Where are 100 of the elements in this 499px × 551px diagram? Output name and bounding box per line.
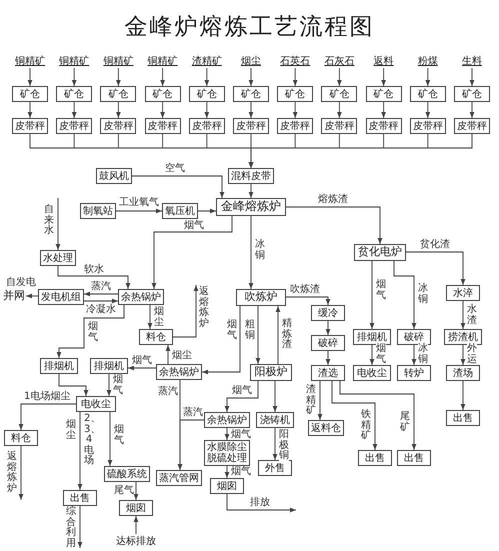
arrow (108, 412, 112, 466)
process-box: 矿仓 (100, 86, 136, 102)
process-box: 水膜除尘脱硫处理 (204, 440, 250, 466)
arrow (470, 68, 474, 86)
arrow (460, 300, 466, 330)
process-box: 皮带秤 (233, 118, 269, 134)
edge-label: 烟气 (132, 355, 152, 366)
edge-label: 1电场烟尘 (24, 391, 70, 402)
process-box: 外售 (258, 460, 292, 476)
text-label: 达标排放 (114, 534, 158, 548)
input-label: 返料 (366, 54, 402, 68)
arrow (172, 284, 198, 338)
arrow (292, 102, 298, 118)
process-box: 硫酸系统 (104, 466, 150, 482)
process-box: 皮带秤 (100, 118, 136, 134)
process-box: 鼓风机 (96, 168, 132, 184)
arrow (178, 420, 204, 470)
input-label: 铜精矿 (144, 54, 181, 68)
edge-label: 尾气 (114, 485, 134, 496)
process-box: 金峰熔炼炉 (216, 198, 286, 216)
edge-label: 渣精矿 (306, 385, 316, 416)
edge-label: 蒸汽 (158, 386, 178, 397)
arrow (58, 374, 88, 396)
input-label: 铜精矿 (12, 54, 48, 68)
process-box: 皮带秤 (454, 118, 490, 134)
arrow (152, 216, 232, 290)
arrow (26, 294, 38, 298)
arrow (286, 296, 330, 306)
arrow (134, 482, 138, 500)
arrow (381, 102, 386, 118)
arrow (78, 412, 82, 490)
edge-label: 烟尘 (172, 350, 192, 361)
arrow (286, 206, 382, 244)
arrow (160, 102, 165, 118)
process-box: 矿仓 (233, 86, 269, 102)
process-box: 矿仓 (144, 86, 181, 102)
process-box: 皮带秤 (188, 118, 225, 134)
arrow (78, 506, 82, 548)
edge-label: 冰铜 (418, 344, 428, 365)
note-label: 2、3、4电场 (84, 414, 94, 466)
arrow (292, 68, 298, 86)
input-label: 生料 (454, 54, 490, 68)
arrow (248, 184, 254, 198)
edge-label: 烟气 (88, 322, 98, 343)
process-box: 渣场 (446, 365, 480, 381)
arrow (256, 306, 260, 364)
process-box: 料仓 (139, 329, 173, 345)
edge-label: 烟气 (231, 466, 251, 477)
process-box: 矿仓 (277, 86, 314, 102)
arrow (18, 446, 24, 500)
edge-label: 返熔炼炉 (7, 452, 17, 494)
process-box: 烟囱 (210, 478, 244, 494)
process-box: 制氧站 (80, 203, 116, 219)
edge-label: 烟尘 (66, 420, 76, 441)
edge-label: 返熔炼炉 (199, 287, 209, 329)
edge-label: 蒸汽 (91, 281, 111, 292)
process-box: 皮带秤 (366, 118, 402, 134)
process-box: 矿仓 (188, 86, 225, 102)
process-box: 皮带秤 (56, 118, 92, 134)
edge-label: 烟气 (376, 344, 386, 365)
process-box: 皮带秤 (410, 118, 446, 134)
arrow (198, 208, 216, 214)
edge-label: 烟气 (232, 385, 252, 396)
arrow (460, 380, 466, 410)
arrow (470, 102, 474, 118)
edge-label: 烟气 (114, 425, 124, 446)
arrow (326, 320, 330, 336)
process-box: 阳极炉 (250, 364, 292, 381)
process-box: 氧压机 (162, 203, 198, 219)
process-box: 烟囱 (119, 500, 153, 516)
arrow (28, 68, 32, 86)
edge-label: 阳极铜 (279, 430, 289, 462)
edge-label: 外运 (467, 344, 477, 365)
process-box: 水处理 (40, 250, 76, 266)
arrow (332, 380, 378, 450)
arrow (56, 304, 124, 358)
arrow (202, 306, 240, 374)
edge-label: 工业氧气 (119, 197, 159, 208)
edge-label: 排放 (250, 497, 270, 508)
process-box: 皮带秤 (144, 118, 181, 134)
process-box: 渣选 (311, 365, 345, 381)
process-box: 皮带秤 (321, 118, 358, 134)
edge-label: 空气 (165, 163, 185, 174)
edge-label: 铁精矿 (361, 410, 371, 442)
process-box: 矿仓 (410, 86, 446, 102)
input-label: 粉煤 (410, 54, 446, 68)
process-box: 皮带秤 (12, 118, 48, 134)
process-box: 排烟机 (40, 358, 78, 374)
arrow (116, 68, 121, 86)
input-label: 石灰石 (321, 54, 358, 68)
arrow (18, 404, 76, 430)
edge-label: 烟气 (113, 375, 123, 396)
process-box: 出售 (446, 410, 480, 426)
arrow (134, 516, 138, 534)
edge-label: 精炼渣 (282, 319, 292, 350)
arrow (224, 466, 230, 478)
arrow (406, 252, 466, 286)
edge-label: 软水 (84, 264, 104, 275)
arrow (276, 306, 280, 364)
edge-label: 水渣 (467, 305, 477, 326)
